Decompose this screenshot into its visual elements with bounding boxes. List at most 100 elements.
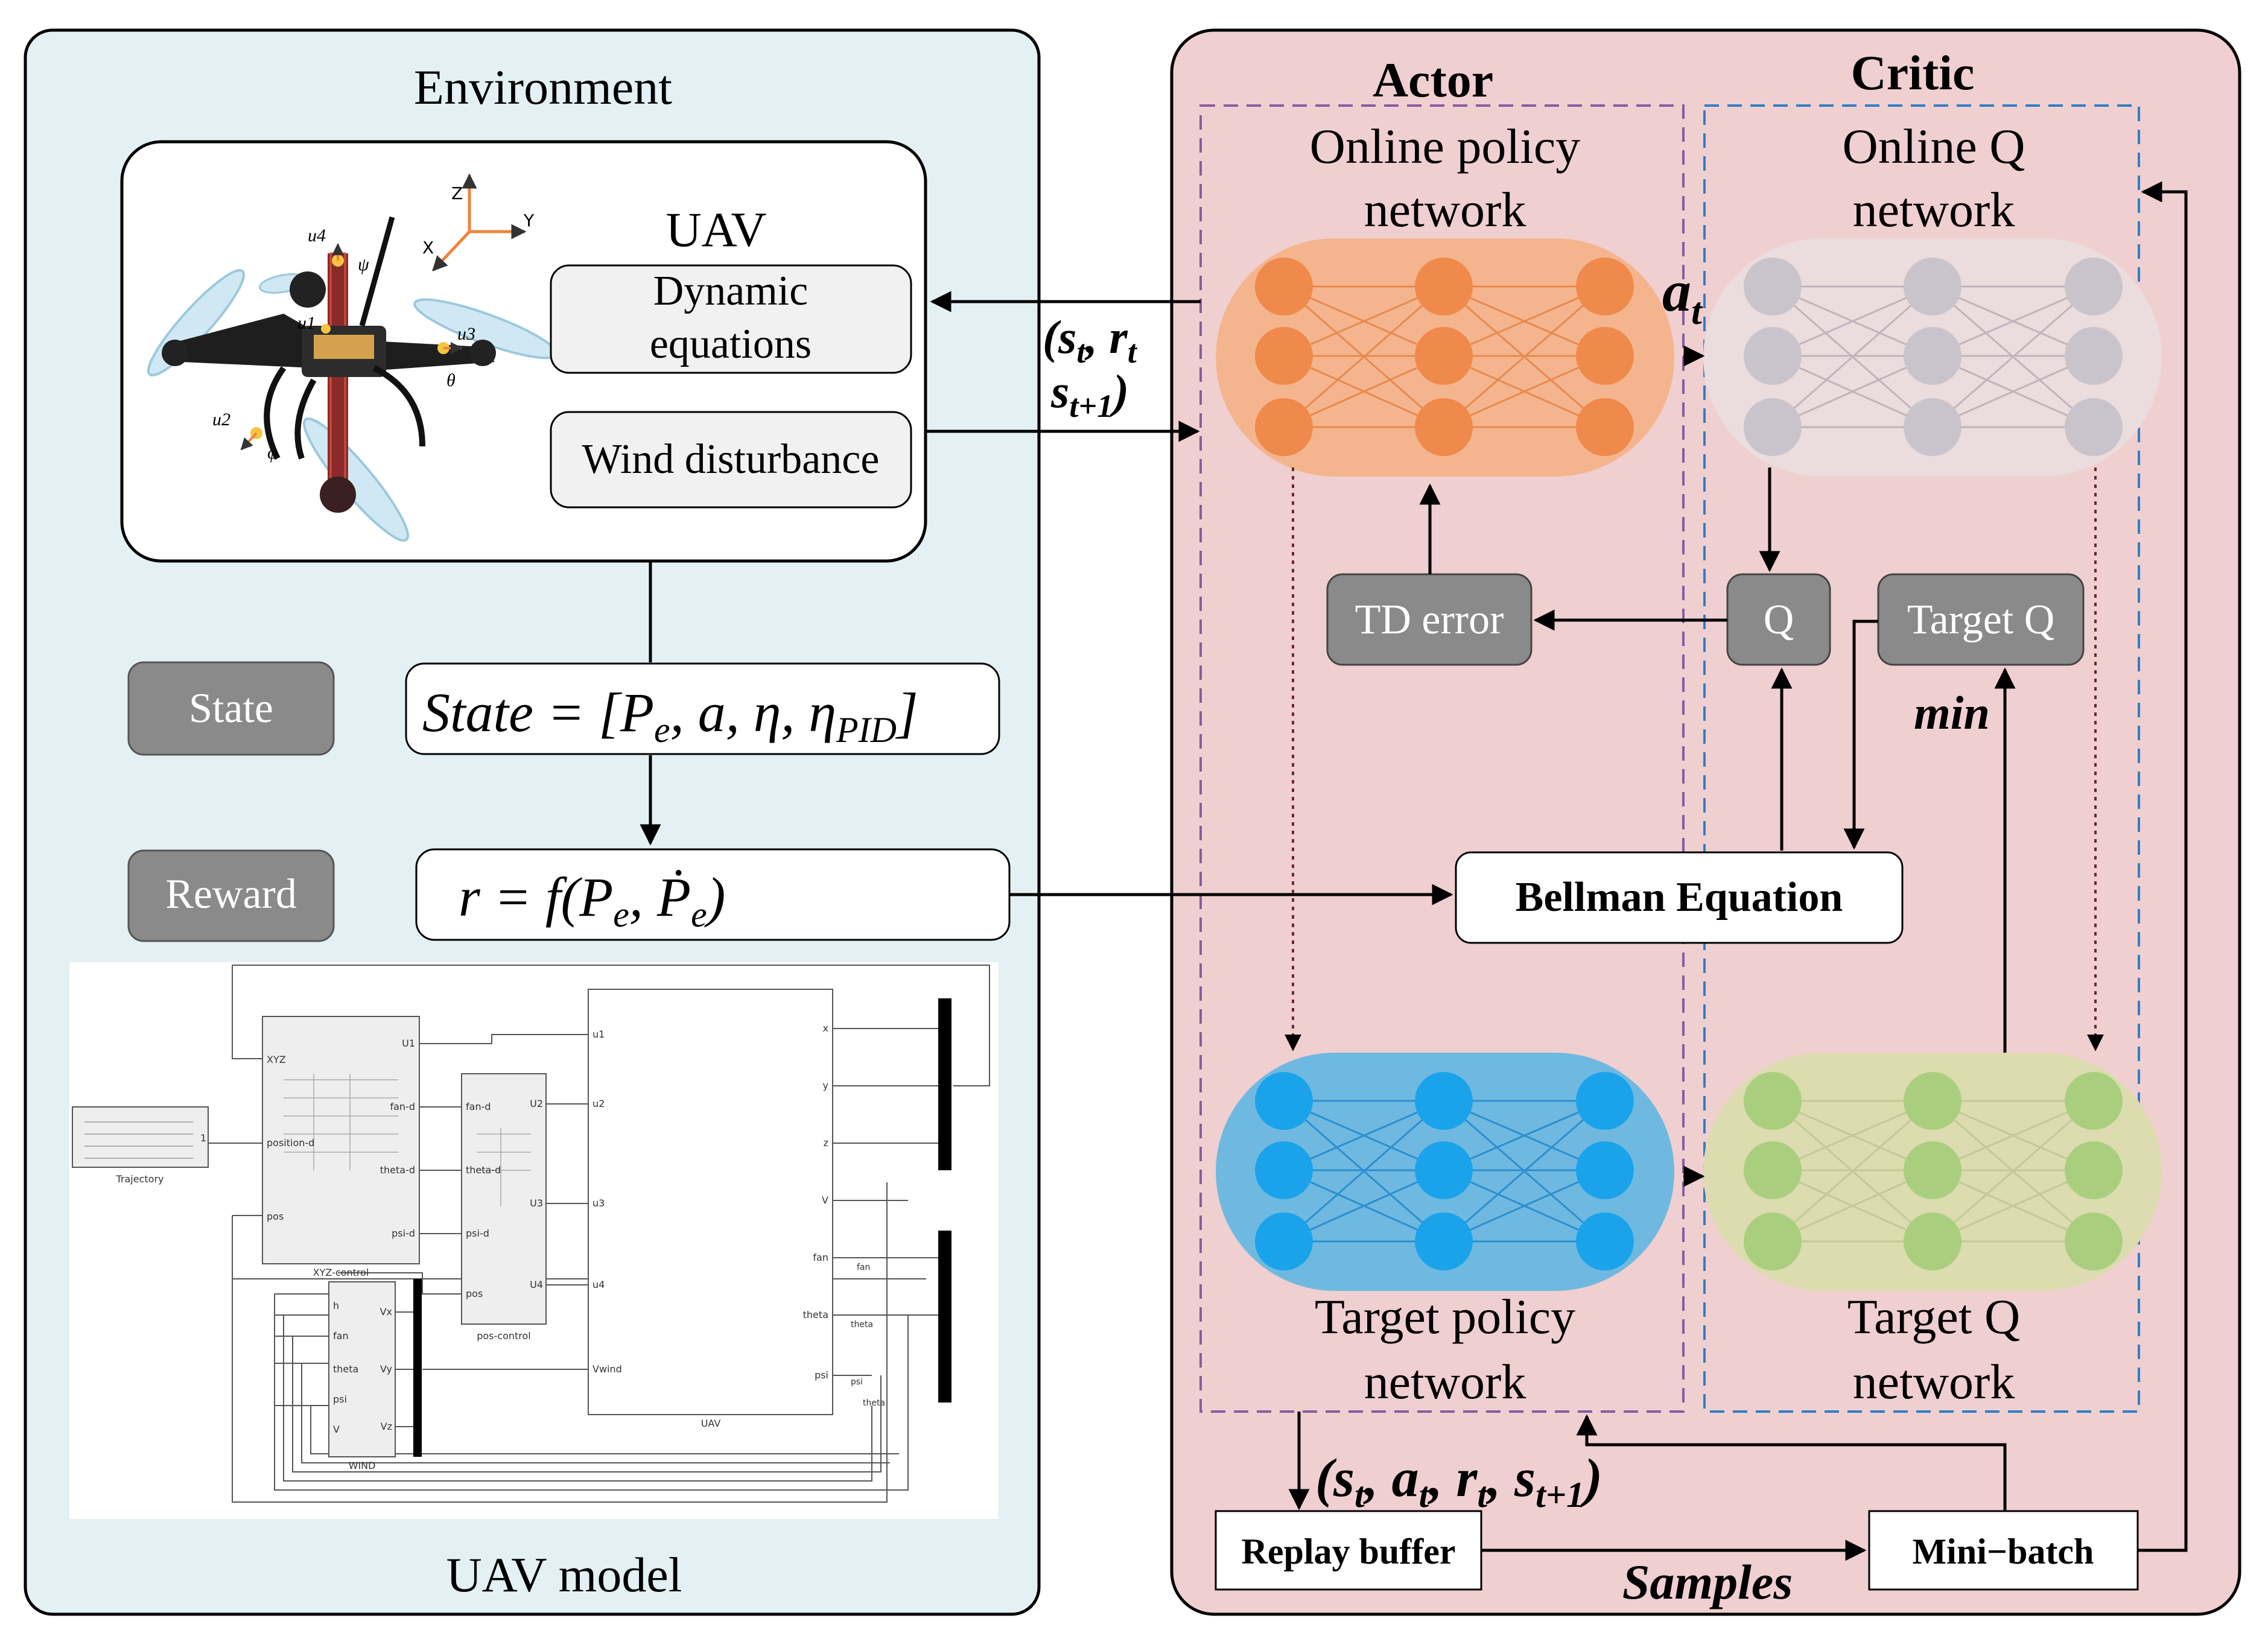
network-node [1415, 258, 1473, 315]
network-connection [1443, 355, 1606, 428]
network-node [1744, 258, 1802, 315]
sim-pos-out-1: U2 [530, 1098, 543, 1109]
online-policy-network [1216, 238, 1674, 477]
network-connection [1772, 1100, 1933, 1171]
state-button[interactable] [127, 661, 335, 756]
network-node [1576, 327, 1634, 385]
wind-disturbance-box [550, 411, 912, 509]
online-policy-label-1: Online policy [1310, 119, 1581, 174]
sim-uav-in-2: u2 [592, 1098, 605, 1109]
uav-model-caption: UAV model [446, 1547, 682, 1602]
network-connection [1283, 355, 1444, 428]
sim-pos-in-1: fan-d [466, 1101, 491, 1112]
network-node [1255, 1141, 1313, 1199]
network-node [1576, 1141, 1634, 1199]
u1-symbol: u1 [297, 313, 316, 333]
state-formula-box [405, 662, 1000, 755]
critic-title: Critic [1851, 45, 1975, 100]
network-connection [1772, 355, 1933, 428]
target-policy-label-2: network [1364, 1354, 1526, 1409]
sim-wind-in-3: theta [333, 1363, 358, 1375]
sim-signal-fan: fan [857, 1263, 870, 1272]
online-q-label-2: network [1853, 182, 2015, 237]
axis-y-label: Y [523, 211, 535, 230]
u2-symbol: u2 [212, 410, 230, 430]
sim-xyz-out-1: U1 [402, 1038, 415, 1049]
axis-triad: Z Y X [422, 173, 535, 271]
network-node [1576, 1212, 1634, 1270]
observation-tuple-line1: (st, rt [1043, 311, 1138, 370]
network-connection [1443, 1169, 1606, 1243]
network-node [1415, 1141, 1473, 1199]
online-q-label-1: Online Q [1843, 119, 2025, 174]
reward-button-label: Reward [165, 871, 297, 918]
sim-xyz-in-1: XYZ [267, 1054, 286, 1065]
network-node [1904, 327, 1961, 385]
bellman-equation-label: Bellman Equation [1516, 874, 1843, 921]
network-node [1415, 1072, 1473, 1130]
critic-group [1703, 104, 2140, 1413]
reward-button[interactable] [127, 849, 335, 942]
dynamic-equations-line2: equations [650, 321, 812, 367]
u4-symbol: u4 [308, 226, 326, 246]
network-node [2065, 398, 2123, 456]
network-node [1904, 398, 1961, 456]
network-connection [1283, 285, 1444, 357]
network-node [1255, 1072, 1313, 1130]
network-node [1904, 1212, 1961, 1270]
sim-wind-in-5: V [333, 1424, 340, 1435]
sim-uav-out-1: x [823, 1022, 828, 1034]
network-connection [1932, 1100, 2094, 1171]
network-node [1744, 1072, 1802, 1130]
mini-batch-label: Mini−batch [1913, 1532, 2094, 1571]
sim-uav-out-7: psi [815, 1369, 828, 1381]
sim-uav-out-4: V [822, 1194, 828, 1206]
network-node [2065, 1072, 2123, 1130]
action-label: at [1662, 259, 1703, 332]
sim-uav-in-4: u4 [592, 1279, 605, 1290]
sim-wind-in-4: psi [333, 1393, 347, 1405]
network-node [1904, 1141, 1961, 1199]
network-connection [1932, 1169, 2094, 1243]
network-connection [1772, 1169, 1933, 1243]
axis-z-label: Z [451, 183, 463, 203]
reward-formula: r = f(Pe, Ṗe) [459, 866, 725, 934]
bellman-equation-box [1455, 851, 1904, 944]
target-q-net-label-1: Target Q [1847, 1289, 2020, 1344]
network-node [1415, 398, 1473, 456]
td-error-label: TD error [1355, 597, 1504, 643]
network-node [1415, 1212, 1473, 1270]
network-node [1255, 1212, 1313, 1270]
network-node [2065, 327, 2123, 385]
state-formula: State = [Pe, a, η, ηPID] [422, 682, 918, 750]
network-node [1904, 258, 1961, 315]
sim-wind-in-1: h [333, 1300, 339, 1311]
network-connection [1443, 1100, 1606, 1171]
sim-pos-out-3: U4 [530, 1279, 543, 1290]
sim-wind-in-2: fan [333, 1330, 349, 1342]
network-connection [1932, 285, 2094, 428]
sim-trajectory-label: Trajectory [116, 1173, 164, 1185]
network-node [1744, 327, 1802, 385]
network-connection [1772, 1100, 1933, 1243]
sim-uav-label: UAV [701, 1418, 721, 1429]
network-connection [1932, 1100, 2094, 1243]
network-node [1576, 398, 1634, 456]
sim-uav-out-3: z [824, 1137, 828, 1149]
sim-wind-out-2: Vy [380, 1363, 392, 1375]
target-q-label: Target Q [1907, 597, 2055, 643]
target-q-net-label-2: network [1853, 1354, 2015, 1409]
actor-group [1199, 104, 1685, 1413]
network-node [2065, 1212, 2123, 1270]
sim-pos-out-2: U3 [530, 1197, 543, 1209]
sim-wind-out-3: Vz [381, 1421, 392, 1432]
q-label: Q [1764, 597, 1794, 643]
uav-label: UAV [665, 202, 766, 257]
network-node [1255, 327, 1313, 385]
network-connection [1283, 1100, 1444, 1171]
network-node [1904, 1072, 1961, 1130]
network-node [2065, 1141, 2123, 1199]
sim-wind-out-1: Vx [380, 1306, 392, 1317]
network-node [2065, 258, 2123, 315]
sim-xyz-in-3: pos [267, 1211, 284, 1222]
